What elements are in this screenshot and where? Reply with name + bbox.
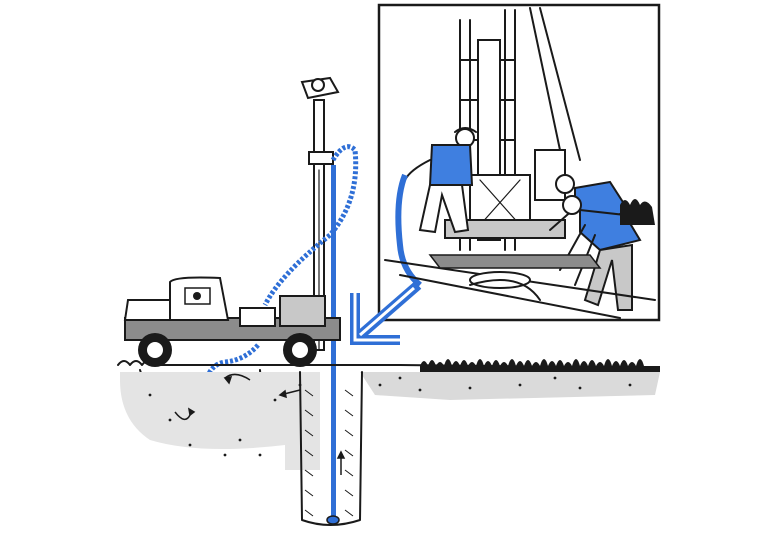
borehole [299,371,363,526]
drill-bit [326,515,340,525]
inset-hose [395,173,422,288]
inset-floor [384,254,656,319]
inset-panel [377,3,661,322]
drill-pipe [331,165,336,520]
inset-worker-left [404,127,477,234]
ground [117,359,660,526]
arrow-icon [350,281,422,345]
drilling-truck [123,276,341,367]
inset-bushes [620,199,655,225]
flow-arrow-icon [174,373,346,475]
mud-hose [262,144,359,307]
